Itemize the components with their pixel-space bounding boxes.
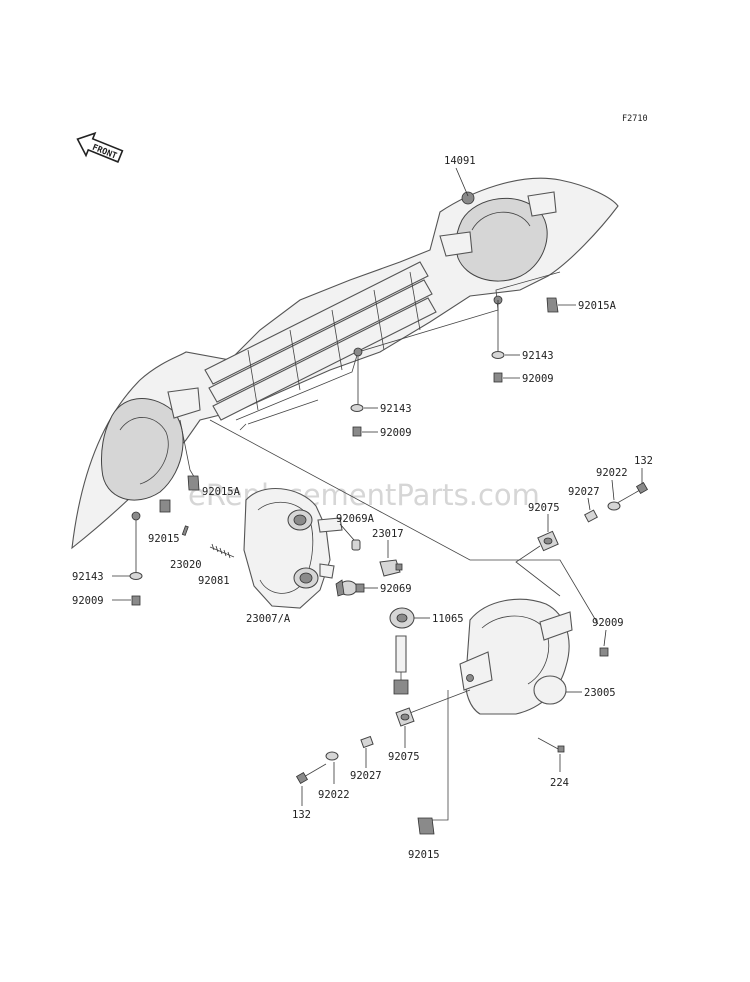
part-label-92009-left: 92009 [72,595,104,607]
headlight-housing-23005 [459,598,573,715]
spring-92081 [209,543,235,559]
screw-224 [537,737,565,753]
clip-nut-92015A-right [546,297,559,313]
headlight-unit-23007A [243,488,343,609]
part-label-92075-top: 92075 [528,502,560,514]
washer-92022-top [607,501,621,511]
part-label-92027-bottom: 92027 [350,770,382,782]
collar-92009-mid-right [493,372,503,383]
watermark: eReplacementParts.com [188,478,540,512]
wire-harness [393,635,409,695]
part-label-23007A: 23007/A [246,613,291,625]
grommet-92143-mid-right [491,351,505,359]
collar-92009-center [352,426,362,437]
pin-23020 [181,525,189,536]
part-label-92009-right: 92009 [592,617,624,629]
part-label-92081: 92081 [198,575,230,587]
bulb-92069A [351,539,361,551]
collar-92009-left [131,595,141,606]
part-label-23017: 23017 [372,528,404,540]
grommet-92143-left [129,572,143,580]
part-label-92015A-left: 92015A [202,486,241,498]
collar-92009-right [599,647,609,657]
bulb-92069 [335,579,365,597]
part-label-224: 224 [550,777,569,789]
part-label-92015-bottom: 92015 [408,849,440,861]
grommet-92075-top [537,530,559,552]
part-label-92069A: 92069A [336,513,375,525]
part-label-92027-top: 92027 [568,486,600,498]
collar-92027-top [584,509,598,523]
collar-92027-bottom [360,735,374,749]
bolt-132-bottom [295,763,327,785]
part-label-132-bottom: 132 [292,809,311,821]
part-label-92022-bottom: 92022 [318,789,350,801]
socket-23017 [379,559,403,577]
part-label-92143-mid-right: 92143 [522,350,554,362]
part-label-92015A-right: 92015A [578,300,617,312]
grille-slats [204,261,437,421]
part-label-92015-left: 92015 [148,533,180,545]
part-label-14091: 14091 [444,155,476,167]
part-label-23005: 23005 [584,687,616,699]
part-label-92009-center: 92009 [380,427,412,439]
clip-92015-bottom [417,817,435,835]
clip-92015-left [159,499,171,513]
part-label-92075-bottom: 92075 [388,751,420,763]
part-label-92143-center: 92143 [380,403,412,415]
clip-nut-92015A-left [187,475,200,491]
part-label-92022-top: 92022 [596,467,628,479]
part-label-92009-mid-right: 92009 [522,373,554,385]
part-label-11065: 11065 [432,613,464,625]
part-label-92143-left: 92143 [72,571,104,583]
part-label-23020: 23020 [170,559,202,571]
headlight-cowl-14091 [71,177,619,550]
grommet-92143-center [350,404,364,412]
cap-11065 [389,607,415,629]
washer-92022-bottom [325,751,339,761]
grommet-92075-bottom [395,707,415,727]
diagram-code: F2710 [622,114,648,124]
front-arrow-icon: FRONT [76,131,124,163]
part-label-132-top: 132 [634,455,653,467]
part-label-92069: 92069 [380,583,412,595]
